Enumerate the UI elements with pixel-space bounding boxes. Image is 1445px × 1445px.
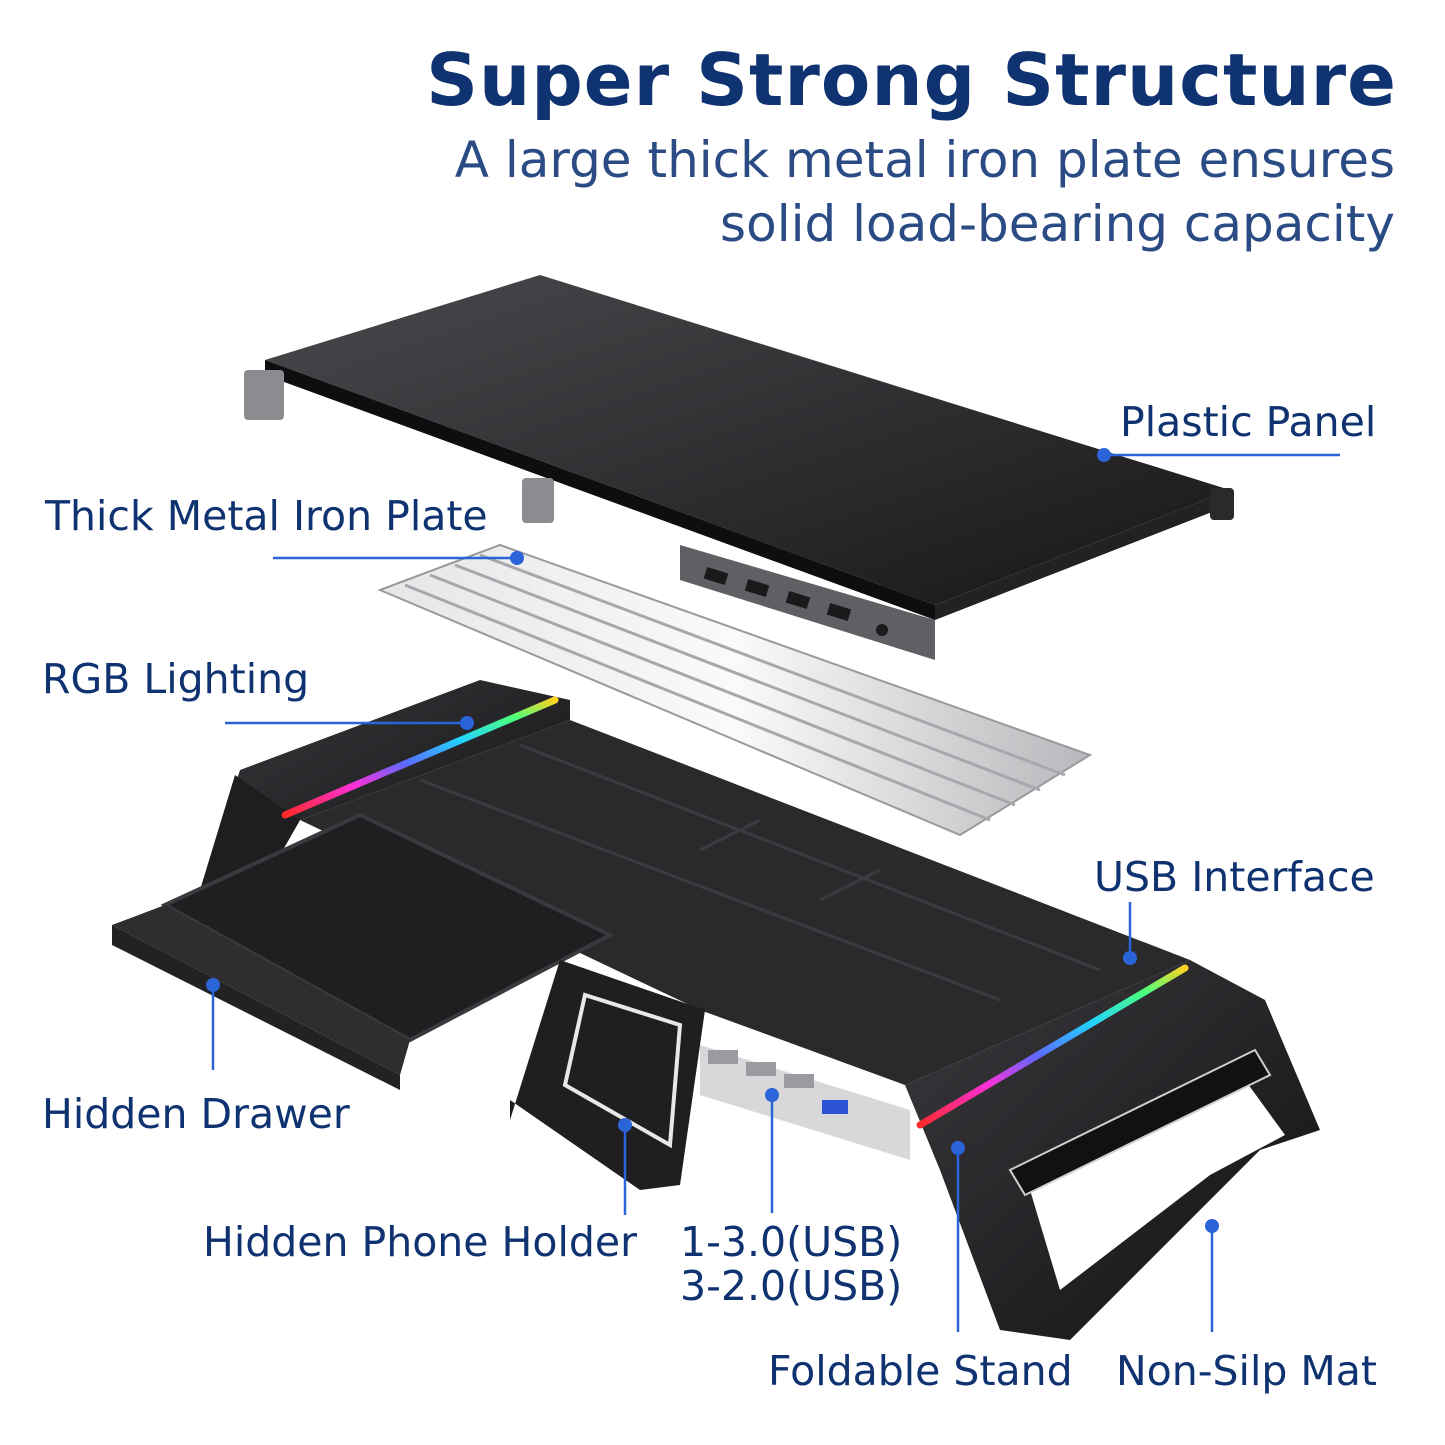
phone-holder-label: Hidden Phone Holder: [203, 1218, 637, 1266]
phone-holder: [510, 960, 705, 1190]
metal-plate-label: Thick Metal Iron Plate: [45, 492, 488, 540]
plastic-panel: [244, 275, 1234, 660]
usb-interface-label: USB Interface: [1094, 853, 1375, 901]
foldable-stand-label: Foldable Stand: [768, 1347, 1073, 1395]
hidden-drawer: [112, 812, 615, 1090]
rgb-lighting-label: RGB Lighting: [42, 655, 310, 703]
hidden-drawer-label: Hidden Drawer: [42, 1090, 350, 1138]
usb-ports-label-line1: 1-3.0(USB): [680, 1218, 903, 1266]
page-subtitle: A large thick metal iron plate ensures s…: [454, 131, 1395, 253]
plastic-panel-label: Plastic Panel: [1120, 398, 1377, 446]
base-frame: [200, 680, 1320, 1340]
callout-dots: [206, 448, 1219, 1233]
callout-lines: [211, 453, 1340, 1332]
page-title: Super Strong Structure: [426, 38, 1397, 122]
usb-ports-label-line2: 3-2.0(USB): [680, 1262, 903, 1310]
metal-iron-plate: [377, 543, 1093, 837]
non-slip-mat-label: Non-Silp Mat: [1116, 1347, 1377, 1395]
